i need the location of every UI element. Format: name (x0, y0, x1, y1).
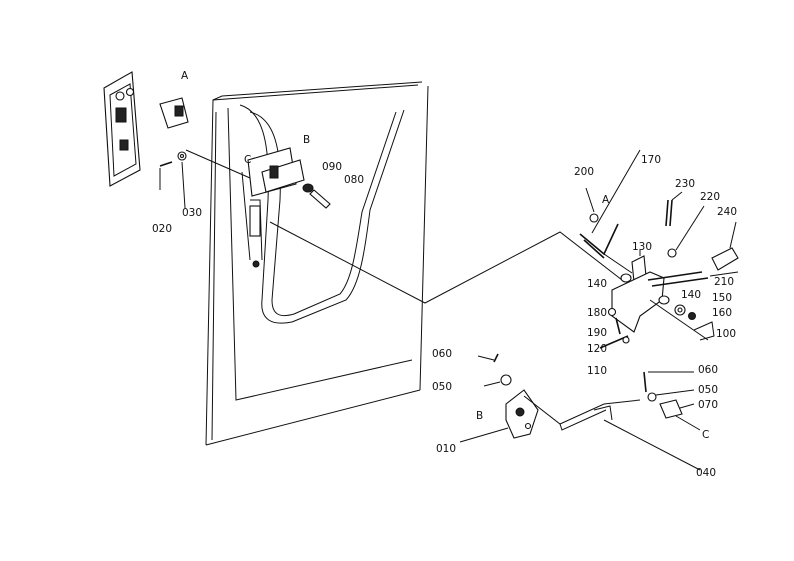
nut-090 (302, 183, 314, 193)
bolt-080 (309, 189, 331, 209)
label-130: 130 (632, 241, 652, 253)
link-rod-040 (523, 395, 701, 471)
label-050-right: 050 (698, 384, 718, 396)
lock-cylinder-A (159, 97, 189, 129)
label-100: 100 (716, 328, 736, 340)
connecting-rod (185, 149, 641, 304)
screw-020 (159, 161, 173, 190)
washer-200 (585, 187, 599, 223)
label-refB1: B (303, 134, 310, 146)
label-200: 200 (574, 166, 594, 178)
label-060-right: 060 (698, 364, 718, 376)
hook-100 (693, 321, 715, 341)
label-refB2: B (476, 410, 483, 422)
label-refC2: C (702, 429, 709, 441)
washer-220 (667, 205, 705, 258)
label-140-lower: 140 (681, 289, 701, 301)
bushing-140-lower (658, 295, 670, 305)
door-frame (205, 81, 429, 446)
rod-170 (579, 223, 633, 274)
bushing-140-upper (620, 273, 632, 283)
label-140-upper: 140 (587, 278, 607, 290)
label-040: 040 (696, 467, 716, 479)
label-refA2: A (602, 194, 610, 206)
knob-240 (711, 221, 739, 271)
clip-070 (659, 399, 701, 431)
label-210: 210 (714, 276, 734, 288)
washer-030 (177, 151, 187, 209)
lever-210 (647, 271, 739, 287)
label-050-left: 050 (432, 381, 452, 393)
pin-190 (615, 317, 621, 335)
label-refA1: A (181, 70, 189, 82)
washer-050-right (647, 389, 695, 402)
nut-160 (688, 312, 696, 320)
washer-050-left (483, 374, 512, 387)
pin-060-left (477, 353, 499, 363)
label-180: 180 (587, 307, 607, 319)
label-230: 230 (675, 178, 695, 190)
label-160: 160 (712, 307, 732, 319)
pin-230 (665, 191, 683, 227)
label-010: 010 (436, 443, 456, 455)
label-220: 220 (700, 191, 720, 203)
spring-120 (599, 335, 630, 349)
latch-010 (459, 389, 539, 443)
label-020: 020 (152, 223, 172, 235)
pin-060-right (643, 371, 694, 393)
label-150: 150 (712, 292, 732, 304)
label-170: 170 (641, 154, 661, 166)
label-120: 120 (587, 343, 607, 355)
washer-180 (607, 307, 617, 317)
callout-labels: A B C 090 080 020 030 200 A 170 230 220 … (152, 70, 737, 479)
label-refC1: C (244, 154, 251, 166)
label-240: 240 (717, 206, 737, 218)
door-latch-assembly (241, 147, 305, 268)
washer-150 (674, 304, 686, 316)
label-110: 110 (587, 365, 607, 377)
label-030: 030 (182, 207, 202, 219)
door-handle-bracket (103, 71, 141, 187)
label-190: 190 (587, 327, 607, 339)
label-060-left: 060 (432, 348, 452, 360)
label-070: 070 (698, 399, 718, 411)
label-080: 080 (344, 174, 364, 186)
label-090: 090 (322, 161, 342, 173)
